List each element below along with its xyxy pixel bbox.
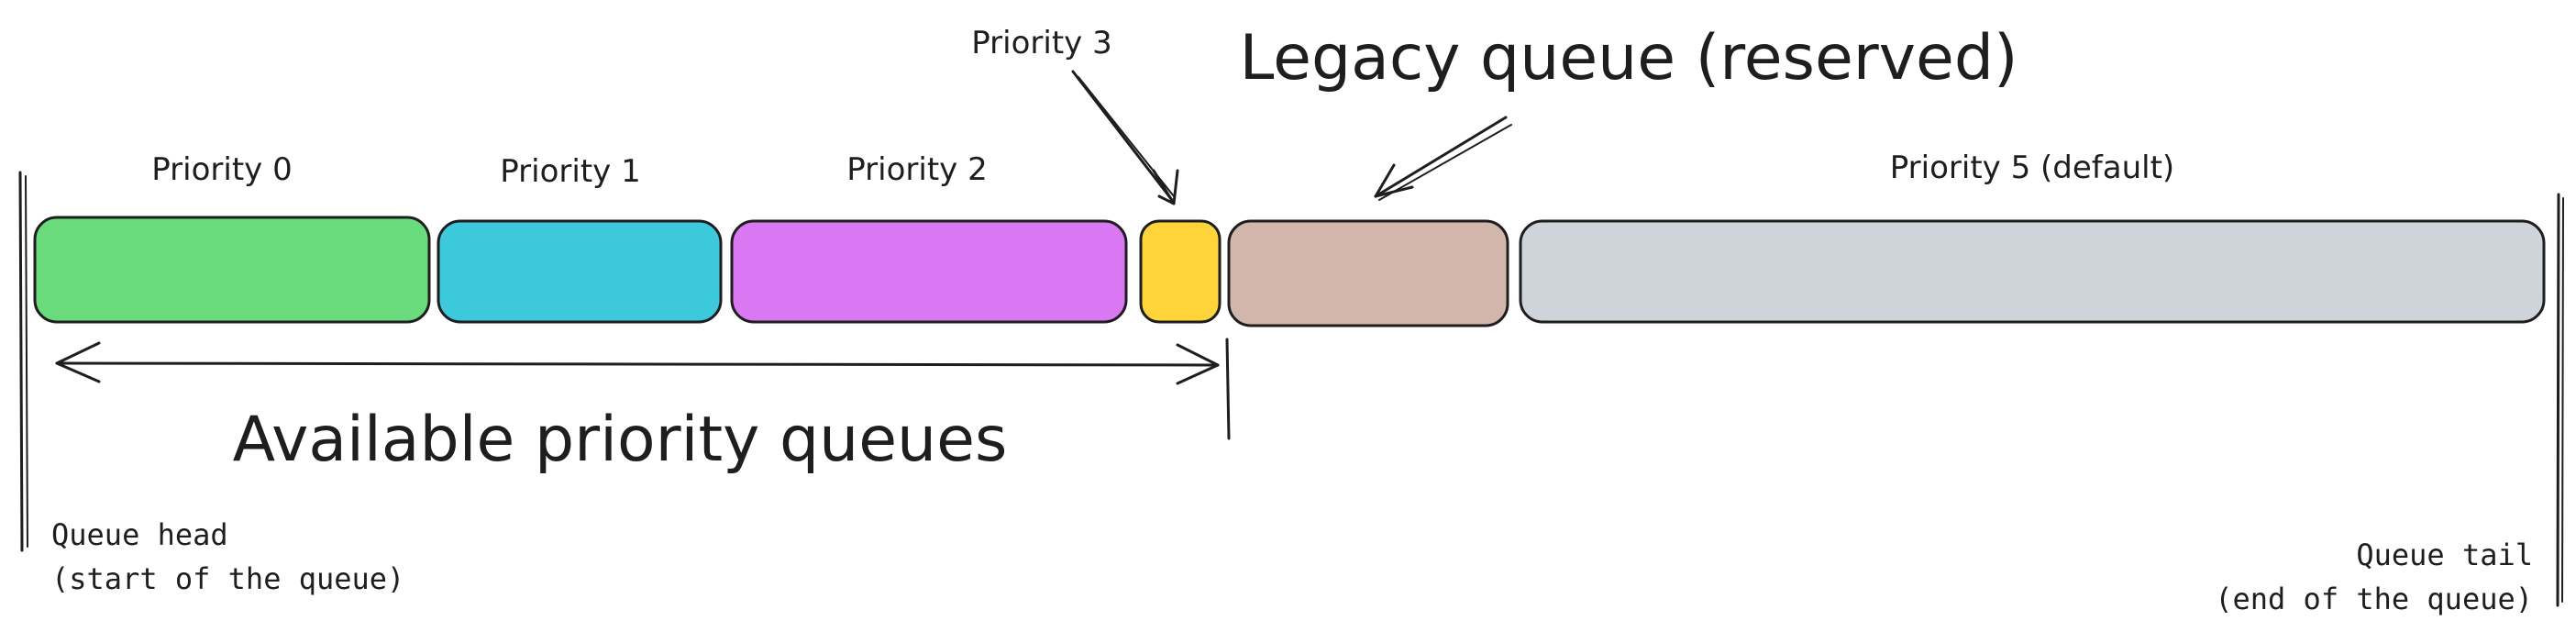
available-span-arrow [55,338,1231,440]
queue-block-priority-0 [33,216,431,324]
queue-label-priority-5: Priority 5 (default) [1890,150,2174,186]
queue-tail-boundary [2556,193,2564,607]
queue-head-boundary [18,171,28,552]
queue-head-label: Queue head [51,517,228,552]
priority-3-pointer-arrow [1071,70,1179,205]
queue-label-priority-3: Priority 3 [971,25,1111,61]
queue-block-priority-3 [1139,219,1222,324]
queue-label-priority-2: Priority 2 [846,151,987,188]
queue-label-priority-1: Priority 1 [500,153,640,190]
legacy-queue-label: Legacy queue (reserved) [1239,22,2018,94]
available-queues-label: Available priority queues [233,404,1008,476]
queue-block-priority-2 [730,219,1128,324]
queue-head-sublabel: (start of the queue) [51,561,404,596]
queue-label-priority-0: Priority 0 [151,151,292,188]
legacy-pointer-arrow [1374,116,1512,201]
queue-tail-label: Queue tail [2356,538,2533,572]
queue-block-priority-1 [437,219,723,324]
queue-block-priority-5 [1519,219,2546,324]
queue-tail-sublabel: (end of the queue) [2215,582,2533,616]
queue-block-legacy [1227,219,1509,327]
